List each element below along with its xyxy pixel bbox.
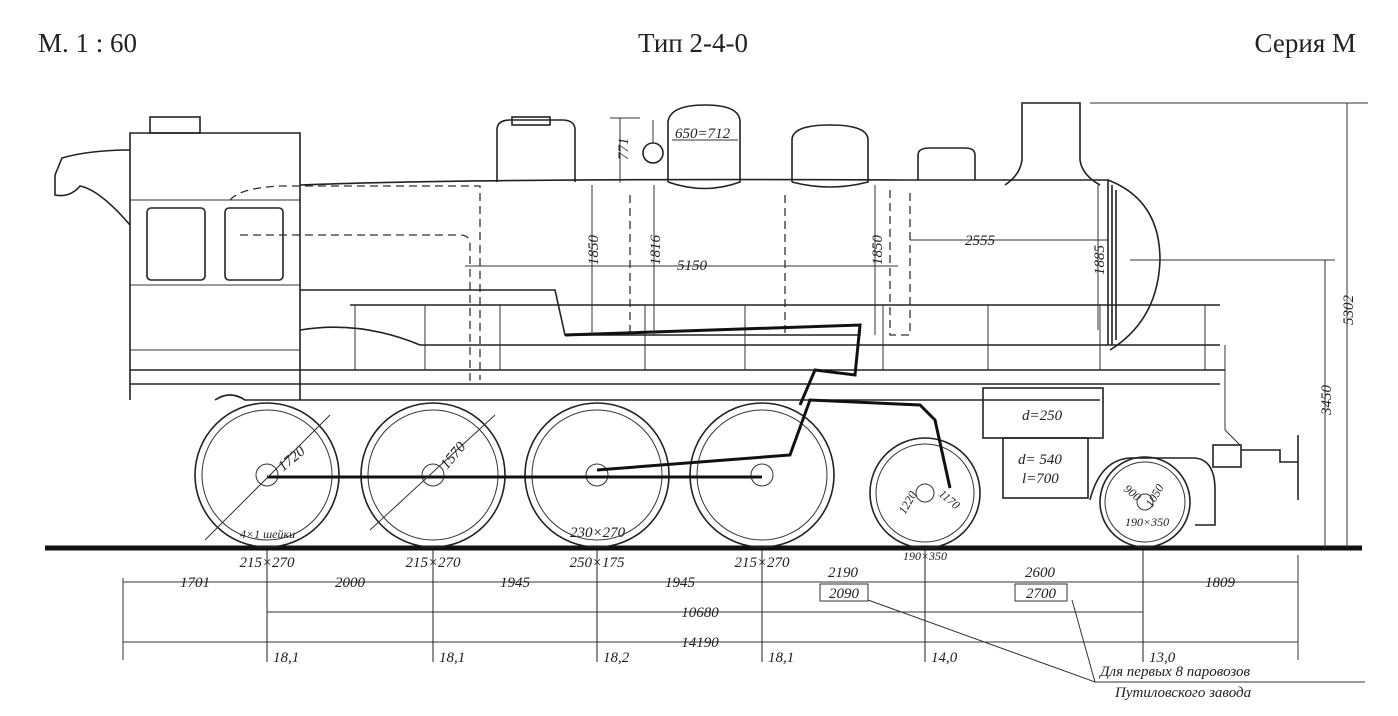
height-5302-label: 5302 xyxy=(1341,295,1357,326)
axle-load: 14,0 xyxy=(931,650,958,666)
height-1885-label: 1885 xyxy=(1092,245,1108,276)
wheel-1720-label: 1720 xyxy=(275,443,309,475)
series-label: Серия М xyxy=(1254,28,1356,58)
cylinder-l-label: l=700 xyxy=(1022,471,1059,487)
spacing-label: 1701 xyxy=(180,575,210,591)
lead-1170-label: 1170 xyxy=(936,487,963,513)
spacing-label: 2000 xyxy=(335,575,366,591)
spacing-label: 1945 xyxy=(665,575,696,591)
scale-label: М. 1 : 60 xyxy=(38,28,138,58)
axle-load: 13,0 xyxy=(1149,650,1176,666)
wheel xyxy=(194,402,340,548)
footnote-line1: Для первых 8 паровозов xyxy=(1098,664,1251,680)
leading-wheel xyxy=(869,437,981,549)
alt-spacing-box: 2090 xyxy=(829,586,860,602)
wheel xyxy=(524,402,670,548)
wheelbase-label: 10680 xyxy=(681,605,719,621)
cylinder-small-label: d=250 xyxy=(1022,408,1063,424)
footnote-line2: Путиловского завода xyxy=(1114,685,1251,701)
dome-height-label: 771 xyxy=(616,138,632,161)
length-5150-label: 5150 xyxy=(677,258,708,274)
total-length-label: 14190 xyxy=(681,635,719,651)
spacing-label: 1809 xyxy=(1205,575,1236,591)
axle-load: 18,1 xyxy=(768,650,794,666)
spacing-label: 1945 xyxy=(500,575,531,591)
height-1850-label: 1850 xyxy=(586,235,602,266)
spacing-label: 2190 xyxy=(828,565,859,581)
trailing-wheel xyxy=(1099,456,1191,548)
boiler xyxy=(229,102,1161,385)
trail-journal-label: 190×350 xyxy=(1125,515,1169,529)
axle-load: 18,2 xyxy=(603,650,630,666)
journal-note: 4×1 шейки xyxy=(240,527,295,541)
cylinder-d-label: d= 540 xyxy=(1018,452,1062,468)
spacing-label: 2600 xyxy=(1025,565,1056,581)
wheel xyxy=(360,402,506,548)
driving-wheels xyxy=(194,323,1191,549)
axle-load: 18,1 xyxy=(273,650,299,666)
cab xyxy=(54,116,301,400)
axle-load: 18,1 xyxy=(439,650,465,666)
body-dimensions xyxy=(465,102,1368,548)
height-1816-label: 1816 xyxy=(648,235,664,266)
trail-900-label: 900 xyxy=(1121,482,1144,504)
crank-230-label: 230×270 xyxy=(570,525,626,541)
frame xyxy=(214,387,1299,526)
height-3450-label: 3450 xyxy=(1319,385,1335,417)
height-1850b-label: 1850 xyxy=(870,235,886,266)
dome-size-label: 650=712 xyxy=(675,126,731,142)
trail-1050-label: 1050 xyxy=(1142,482,1166,510)
bottom-dimensions xyxy=(122,550,1365,683)
wheel-1570-label: 1570 xyxy=(438,439,470,473)
wheel xyxy=(689,402,835,548)
alt-spacing-box: 2700 xyxy=(1026,586,1057,602)
type-label: Тип 2-4-0 xyxy=(638,28,748,58)
running-board xyxy=(130,289,1241,446)
length-2555-label: 2555 xyxy=(965,233,996,249)
